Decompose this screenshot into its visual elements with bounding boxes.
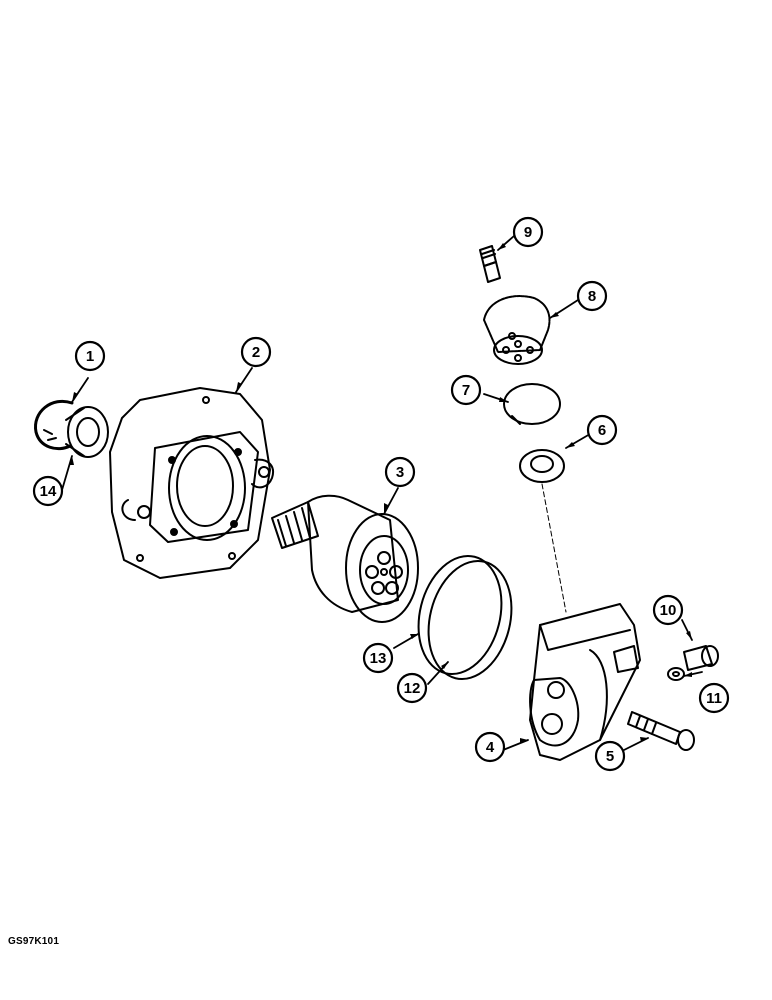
housing-part xyxy=(109,387,274,579)
plug-part xyxy=(683,645,719,671)
end-cover-part xyxy=(529,603,641,761)
callout-3 xyxy=(384,456,416,488)
snap-ring-part xyxy=(503,383,561,425)
callout-10 xyxy=(652,594,684,626)
callout-circles xyxy=(32,216,730,772)
callout-label-2: 2 xyxy=(252,344,260,361)
callout-label-12: 12 xyxy=(404,680,421,697)
shaft-seal-part xyxy=(34,399,109,458)
callout-label-10: 10 xyxy=(660,602,677,619)
leader-arrowheads xyxy=(69,243,692,743)
callout-label-3: 3 xyxy=(396,464,404,481)
callout-4 xyxy=(474,731,506,763)
callout-1 xyxy=(74,340,106,372)
callout-14 xyxy=(32,475,64,507)
callout-label-7: 7 xyxy=(462,382,470,399)
callout-7 xyxy=(450,374,482,406)
callout-label-14: 14 xyxy=(40,483,57,500)
cap-screw-part xyxy=(627,711,695,751)
callout-13 xyxy=(362,642,394,674)
callout-label-4: 4 xyxy=(486,739,495,756)
callout-labels: 1 2 3 4 5 6 7 8 9 10 11 12 13 14 xyxy=(40,224,722,765)
callout-label-6: 6 xyxy=(598,422,606,439)
callout-label-5: 5 xyxy=(606,748,614,765)
figure-code: GS97K101 xyxy=(8,936,60,947)
callout-11 xyxy=(698,682,730,714)
callout-8 xyxy=(576,280,608,312)
alignment-centerline xyxy=(541,483,567,613)
callout-label-1: 1 xyxy=(86,348,94,365)
callout-label-11: 11 xyxy=(706,690,722,707)
shaft-rotor-part xyxy=(271,494,419,623)
leader-lines xyxy=(61,235,703,753)
o-rings-part xyxy=(417,554,513,681)
callout-label-9: 9 xyxy=(524,224,532,241)
callout-label-8: 8 xyxy=(588,288,596,305)
callout-9 xyxy=(512,216,544,248)
callout-12 xyxy=(396,672,428,704)
callout-label-13: 13 xyxy=(370,650,387,667)
cylinder-block-part xyxy=(483,295,551,365)
callout-5 xyxy=(594,740,626,772)
callout-2 xyxy=(240,336,272,368)
valve-plate-part xyxy=(519,449,565,483)
screw-part xyxy=(479,245,501,283)
callout-6 xyxy=(586,414,618,446)
washer-part xyxy=(667,667,685,681)
